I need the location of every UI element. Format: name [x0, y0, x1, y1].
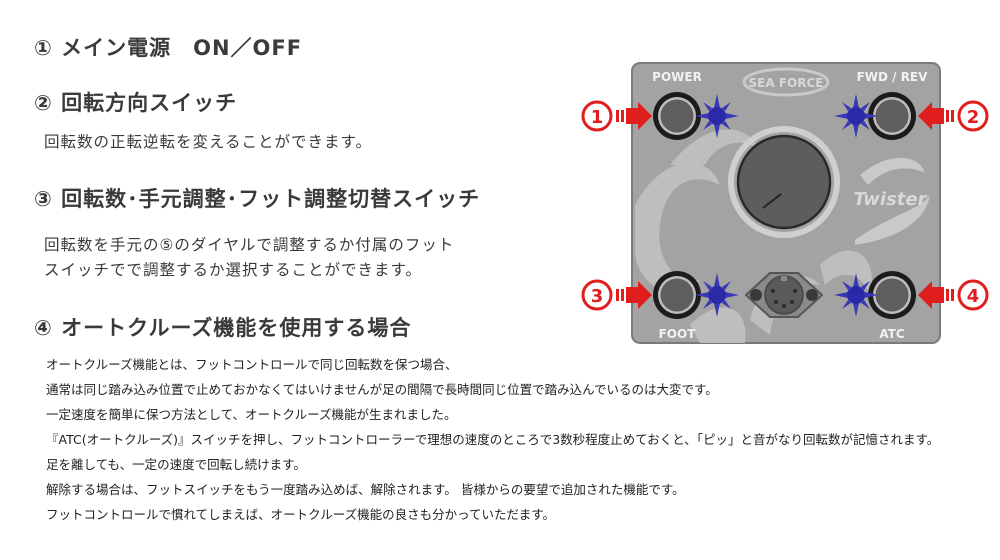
- control-panel-illustration: Twister SEA FORCE POWER FWD / REV FOOT A…: [570, 55, 1000, 355]
- direction-switch-description: 回転数の正転逆転を変えることができます。: [44, 130, 372, 155]
- body-line: フットコントロールで慣れてしまえば、オートクルーズ機能の良さも分かっていただます…: [46, 507, 556, 522]
- svg-text:1: 1: [591, 107, 604, 128]
- body-line: 通常は同じ踏み込み位置で止めておかなくてはいけませんが足の間隔で長時間同じ位置で…: [46, 382, 718, 397]
- foot-label: FOOT: [659, 327, 697, 341]
- body-line: 一定速度を簡単に保つ方法として、オートクルーズ機能が生まれました。: [46, 407, 457, 422]
- description-line: 回転数の正転逆転を変えることができます。: [44, 133, 372, 151]
- callout-4: 4: [918, 279, 989, 311]
- foot-button: [653, 271, 701, 319]
- seaforce-logo-icon: [742, 67, 830, 97]
- tribal-decoration-icon: [635, 129, 872, 343]
- arrow-left-icon: [918, 281, 944, 309]
- fwd-rev-label: FWD / REV: [857, 70, 929, 84]
- foot-pedal-connector-icon: [745, 272, 823, 318]
- svg-text:4: 4: [967, 286, 980, 307]
- svg-text:3: 3: [591, 286, 604, 307]
- callout-2: 2: [918, 100, 989, 132]
- twister-logo: Twister: [853, 189, 927, 210]
- power-button: [653, 92, 701, 140]
- heading-main-power: ① メイン電源 ON／OFF: [34, 36, 303, 60]
- dial-indicator-icon: [762, 193, 782, 209]
- body-line: 『ATC(オートクルーズ)』スイッチを押し、フットコントローラーで理想の速度のと…: [46, 432, 940, 447]
- auto-cruise-body: オートクルーズ機能とは、フットコントロールで同じ回転数を保つ場合、 通常は同じ踏…: [46, 352, 939, 527]
- heading-speed-mode-switch: ③ 回転数･手元調整･フット調整切替スイッチ: [34, 187, 481, 211]
- callout-1: 1: [581, 100, 652, 132]
- callout-3: 3: [581, 279, 652, 311]
- arrow-left-icon: [918, 102, 944, 130]
- heading-auto-cruise: ④ オートクルーズ機能を使用する場合: [34, 316, 412, 340]
- seaforce-logo-text: SEA FORCE: [749, 76, 824, 90]
- arrow-right-icon: [626, 102, 652, 130]
- body-line: 解除する場合は、フットスイッチをもう一度踏み込めば、解除されます。 皆様からの要…: [46, 482, 685, 497]
- atc-label: ATC: [879, 327, 905, 341]
- speed-mode-description: 回転数を手元の⑤のダイヤルで調整するか付属のフット スイッチでで調整するか選択す…: [44, 233, 454, 283]
- arrow-right-icon: [626, 281, 652, 309]
- speed-dial-knob: [736, 134, 832, 230]
- heading-direction-switch: ② 回転方向スイッチ: [34, 91, 238, 115]
- power-label: POWER: [652, 70, 702, 84]
- body-line: オートクルーズ機能とは、フットコントロールで同じ回転数を保つ場合、: [46, 357, 458, 372]
- svg-text:2: 2: [967, 107, 980, 128]
- description-line: 回転数を手元の⑤のダイヤルで調整するか付属のフット: [44, 236, 455, 254]
- body-line: 足を離しても、一定の速度で回転し続けます。: [46, 457, 306, 472]
- description-line: スイッチでで調整するか選択することができます。: [44, 261, 422, 279]
